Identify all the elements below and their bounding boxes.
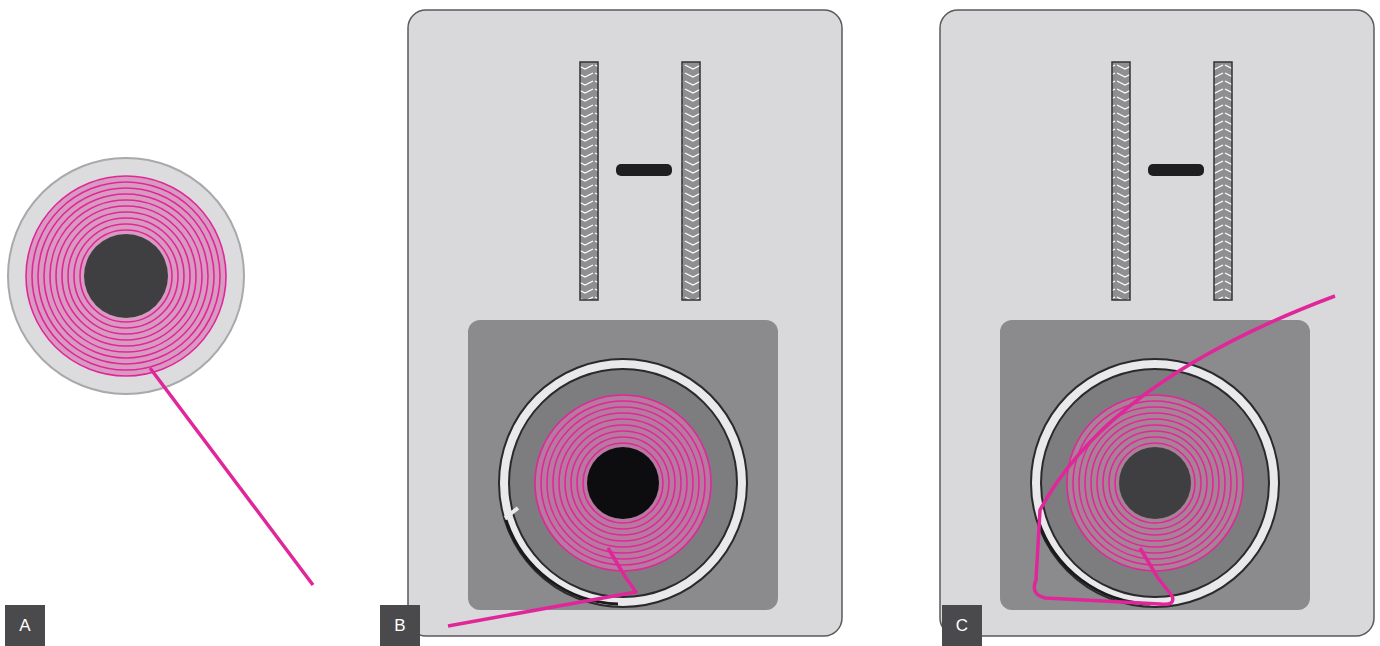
panel-letter: A [19, 617, 30, 634]
panel-c [940, 10, 1374, 636]
bobbin [8, 158, 313, 585]
panel-letter-box: C [942, 605, 982, 646]
panel-letter-box: B [380, 605, 420, 646]
panel-letter-box: A [5, 605, 45, 646]
panel-b [408, 10, 842, 636]
panel-letter: C [956, 617, 968, 634]
panel-letter: B [394, 617, 405, 634]
